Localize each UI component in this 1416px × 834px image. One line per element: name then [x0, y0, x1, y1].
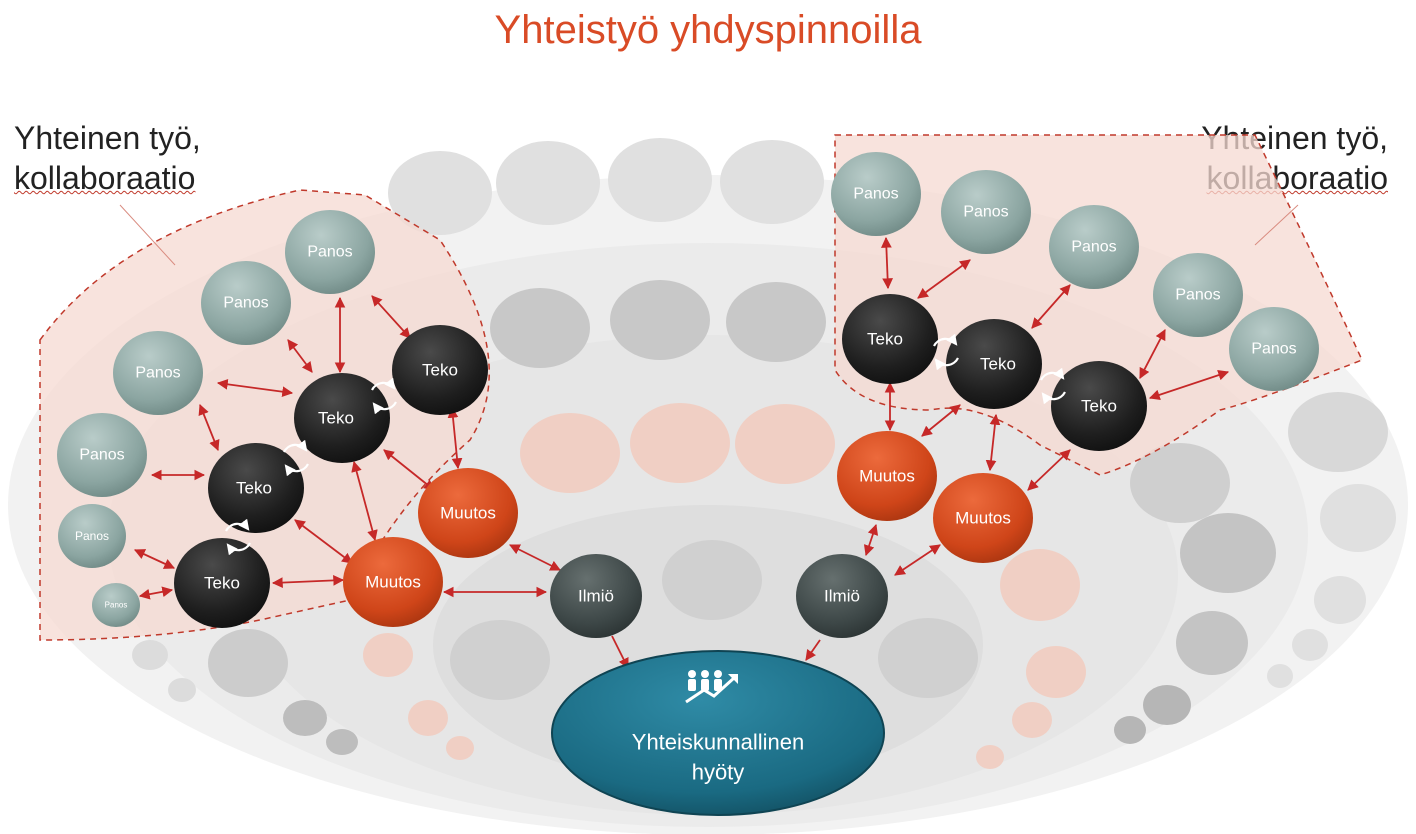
right-label-pointer [1254, 204, 1299, 246]
panos-node: Panos [831, 152, 921, 236]
cycle-icon [371, 377, 397, 415]
svg-text:Teko: Teko [236, 479, 272, 498]
svg-text:Panos: Panos [1251, 341, 1296, 358]
panos-node: Panos [1229, 307, 1319, 391]
svg-text:Muutos: Muutos [440, 504, 496, 523]
left-label-pointer [119, 204, 176, 266]
cycle-icons [225, 333, 1066, 556]
teko-node: Teko [208, 443, 304, 533]
left-collaboration-label: Yhteinen työ, kollaboraatio [14, 118, 201, 198]
panos-node: Panos [285, 210, 375, 294]
teko-node: Teko [1051, 361, 1147, 451]
panos-node: Panos [113, 331, 203, 415]
faded-circles [132, 138, 1396, 769]
svg-text:Teko: Teko [422, 361, 458, 380]
teko-node: Teko [842, 294, 938, 384]
panos-node: Panos [92, 583, 140, 627]
teko-node: Teko [392, 325, 488, 415]
teko-node: Teko [174, 538, 270, 628]
ilmio-node: Ilmiö [796, 554, 888, 638]
panos-node: Panos [941, 170, 1031, 254]
svg-text:Muutos: Muutos [955, 509, 1011, 528]
svg-text:Teko: Teko [1081, 397, 1117, 416]
svg-text:Panos: Panos [963, 204, 1008, 221]
cycle-icon [225, 518, 251, 556]
page-title: Yhteistyö yhdyspinnoilla [494, 8, 922, 52]
left-label-line1: Yhteinen työ, [14, 120, 201, 156]
panos-node: Panos [58, 504, 126, 568]
svg-text:Teko: Teko [204, 574, 240, 593]
panos-node: Panos [201, 261, 291, 345]
benefit-line1: Yhteiskunnallinen [632, 730, 804, 755]
svg-text:Panos: Panos [223, 295, 268, 312]
teko-node: Teko [946, 319, 1042, 409]
muutos-node: Muutos [418, 468, 518, 558]
benefit-line2: hyöty [692, 760, 745, 785]
teko-node: Teko [294, 373, 390, 463]
panos-node: Panos [1153, 253, 1243, 337]
societal-benefit-node: Yhteiskunnallinen hyöty [551, 650, 885, 816]
svg-text:Panos: Panos [135, 365, 180, 382]
svg-text:Ilmiö: Ilmiö [824, 587, 860, 606]
muutos-node: Muutos [837, 431, 937, 521]
people-growth-icon [685, 670, 738, 704]
cycle-icon [283, 439, 309, 477]
svg-text:Panos: Panos [79, 447, 124, 464]
connection-arrows [134, 236, 1230, 669]
svg-text:Teko: Teko [318, 409, 354, 428]
muutos-node: Muutos [343, 537, 443, 627]
panos-node: Panos [57, 413, 147, 497]
svg-text:Panos: Panos [1175, 287, 1220, 304]
svg-text:Panos: Panos [1071, 239, 1116, 256]
svg-text:Ilmiö: Ilmiö [578, 587, 614, 606]
svg-text:Panos: Panos [853, 186, 898, 203]
svg-text:Muutos: Muutos [365, 573, 421, 592]
cycle-icon [933, 333, 959, 371]
cycle-icon [1040, 367, 1066, 405]
muutos-node: Muutos [933, 473, 1033, 563]
svg-text:Teko: Teko [867, 330, 903, 349]
svg-text:Panos: Panos [307, 244, 352, 261]
left-label-line2: kollaboraatio [14, 160, 196, 196]
svg-text:Teko: Teko [980, 355, 1016, 374]
panos-node: Panos [1049, 205, 1139, 289]
svg-text:Muutos: Muutos [859, 467, 915, 486]
ilmio-node: Ilmiö [550, 554, 642, 638]
svg-text:Panos: Panos [75, 529, 109, 543]
svg-text:Panos: Panos [105, 601, 128, 610]
